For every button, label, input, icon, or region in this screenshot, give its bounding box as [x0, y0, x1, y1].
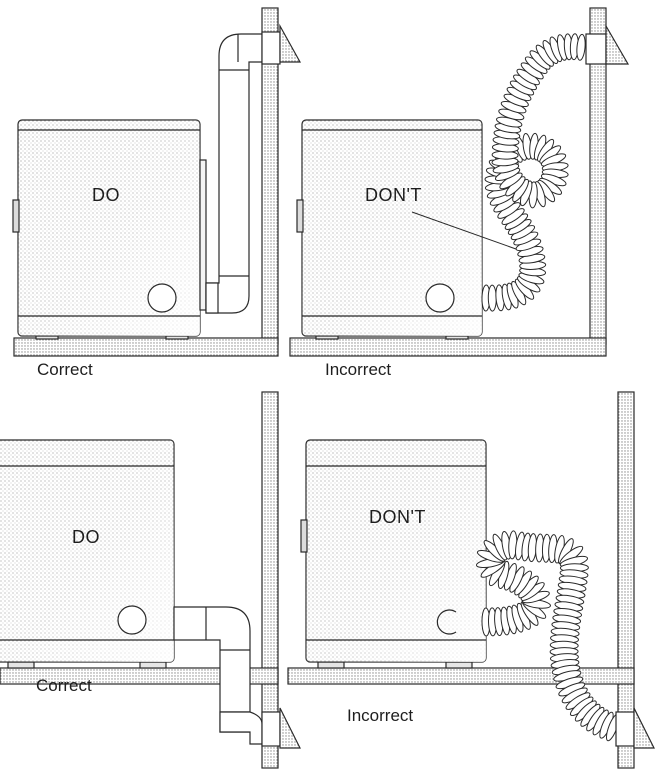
vent-hood — [280, 26, 300, 62]
vent-hood-collar — [262, 712, 280, 746]
vent-hood-collar — [586, 34, 606, 64]
exhaust-port — [426, 284, 454, 312]
panel-top-left — [13, 8, 300, 356]
vent-hood-collar — [616, 712, 634, 746]
floor — [14, 338, 278, 356]
dont-label: DON'T — [365, 186, 422, 204]
do-label: DO — [92, 186, 120, 204]
dryer-foot — [318, 662, 344, 668]
dryer-foot — [140, 662, 166, 668]
dryer-foot — [8, 662, 34, 668]
floor — [288, 668, 634, 684]
exhaust-port — [118, 606, 146, 634]
vent-hood — [280, 708, 300, 748]
door-handle — [301, 520, 307, 552]
hose-ring — [488, 285, 496, 311]
door-handle — [297, 200, 303, 232]
vent-hood — [634, 708, 654, 748]
door-handle — [13, 200, 19, 232]
panel-top-right — [290, 8, 628, 356]
correct-caption: Correct — [37, 361, 93, 378]
correct-caption: Correct — [36, 677, 92, 694]
vent-hood-collar — [262, 32, 280, 64]
dont-label: DON'T — [369, 508, 426, 526]
dryer-foot — [446, 662, 472, 668]
flexible-foil-hose — [482, 34, 586, 312]
exhaust-port — [148, 284, 176, 312]
vent-hood — [606, 26, 628, 64]
rigid-duct — [206, 34, 262, 313]
do-label: DO — [72, 528, 100, 546]
flexible-foil-hose — [476, 531, 622, 742]
incorrect-caption: Incorrect — [347, 707, 413, 724]
floor — [290, 338, 606, 356]
panel-bottom-left — [0, 392, 300, 768]
panel-bottom-right — [288, 392, 654, 768]
incorrect-caption: Incorrect — [325, 361, 391, 378]
